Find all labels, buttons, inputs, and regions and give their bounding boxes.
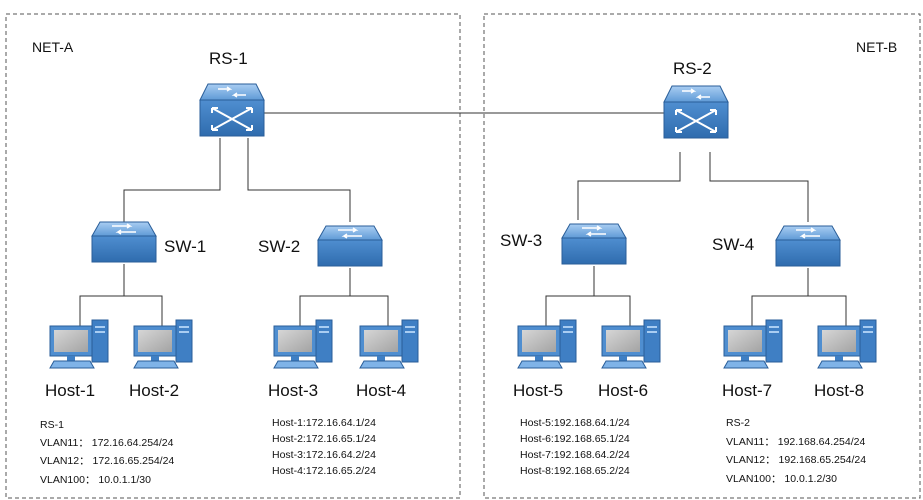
link-sw3-hosts	[545, 266, 631, 326]
router-rs2-icon	[663, 85, 729, 139]
host-8-icon	[817, 319, 877, 369]
net-a-host-address-note: Host-1:172.16.64.1/24 Host-2:172.16.65.1…	[272, 417, 376, 477]
note-line: VLAN100： 10.0.1.2/30	[726, 473, 837, 485]
switch-sw1-icon	[91, 221, 157, 263]
net-b-zone	[483, 13, 921, 499]
host-6-label: Host-6	[598, 381, 648, 400]
router-rs2-label: RS-2	[673, 59, 712, 78]
link-sw1-hosts	[79, 264, 163, 326]
net-a-zone	[5, 13, 461, 499]
note-line: VLAN11： 192.168.64.254/24	[726, 436, 865, 448]
link-sw4-hosts	[751, 268, 847, 326]
link-rs2-sw4	[709, 152, 809, 222]
host-1-label: Host-1	[45, 381, 95, 400]
host-6-icon	[601, 319, 661, 369]
host-5-icon	[517, 319, 577, 369]
note-line: RS-2	[726, 417, 750, 429]
host-2-label: Host-2	[129, 381, 179, 400]
host-1-icon	[49, 319, 109, 369]
link-rs1-sw2	[247, 138, 351, 222]
note-line: VLAN12： 172.16.65.254/24	[40, 455, 174, 467]
router-rs1-label: RS-1	[209, 49, 248, 68]
note-line: VLAN11： 172.16.64.254/24	[40, 437, 174, 449]
note-line: Host-7:192.168.64.2/24	[520, 449, 630, 461]
host-7-icon	[723, 319, 783, 369]
rs2-vlan-note: RS-2 VLAN11： 192.168.64.254/24 VLAN12： 1…	[726, 417, 866, 485]
switch-sw1-label: SW-1	[164, 237, 206, 256]
switch-sw2-label: SW-2	[258, 237, 300, 256]
note-line: VLAN100： 10.0.1.1/30	[40, 474, 151, 486]
note-line: Host-8:192.168.65.2/24	[520, 465, 630, 477]
host-5-label: Host-5	[513, 381, 563, 400]
link-rs2-sw3	[577, 152, 681, 220]
host-3-label: Host-3	[268, 381, 318, 400]
note-line: Host-4:172.16.65.2/24	[272, 465, 376, 477]
note-line: VLAN12： 192.168.65.254/24	[726, 454, 866, 466]
switch-sw4-label: SW-4	[712, 235, 754, 254]
net-a-label: NET-A	[32, 39, 74, 55]
host-2-icon	[133, 319, 193, 369]
network-links	[79, 112, 847, 326]
router-rs1-icon	[199, 83, 265, 137]
switch-sw3-label: SW-3	[500, 231, 542, 250]
note-line: Host-1:172.16.64.1/24	[272, 417, 376, 429]
note-line: Host-6:192.168.65.1/24	[520, 433, 630, 445]
note-line: Host-2:172.16.65.1/24	[272, 433, 376, 445]
host-7-label: Host-7	[722, 381, 772, 400]
switch-sw2-icon	[317, 225, 383, 267]
host-8-label: Host-8	[814, 381, 864, 400]
host-4-icon	[359, 319, 419, 369]
net-b-host-address-note: Host-5:192.168.64.1/24 Host-6:192.168.65…	[520, 417, 630, 477]
rs1-vlan-note: RS-1 VLAN11： 172.16.64.254/24 VLAN12： 17…	[40, 419, 174, 486]
link-sw2-hosts	[299, 268, 389, 326]
host-3-icon	[273, 319, 333, 369]
host-4-label: Host-4	[356, 381, 406, 400]
switch-sw3-icon	[561, 223, 627, 265]
link-rs1-sw1	[123, 138, 221, 222]
net-b-label: NET-B	[856, 39, 897, 55]
note-line: Host-3:172.16.64.2/24	[272, 449, 376, 461]
switch-sw4-icon	[775, 225, 841, 267]
note-line: RS-1	[40, 419, 64, 431]
note-line: Host-5:192.168.64.1/24	[520, 417, 630, 429]
